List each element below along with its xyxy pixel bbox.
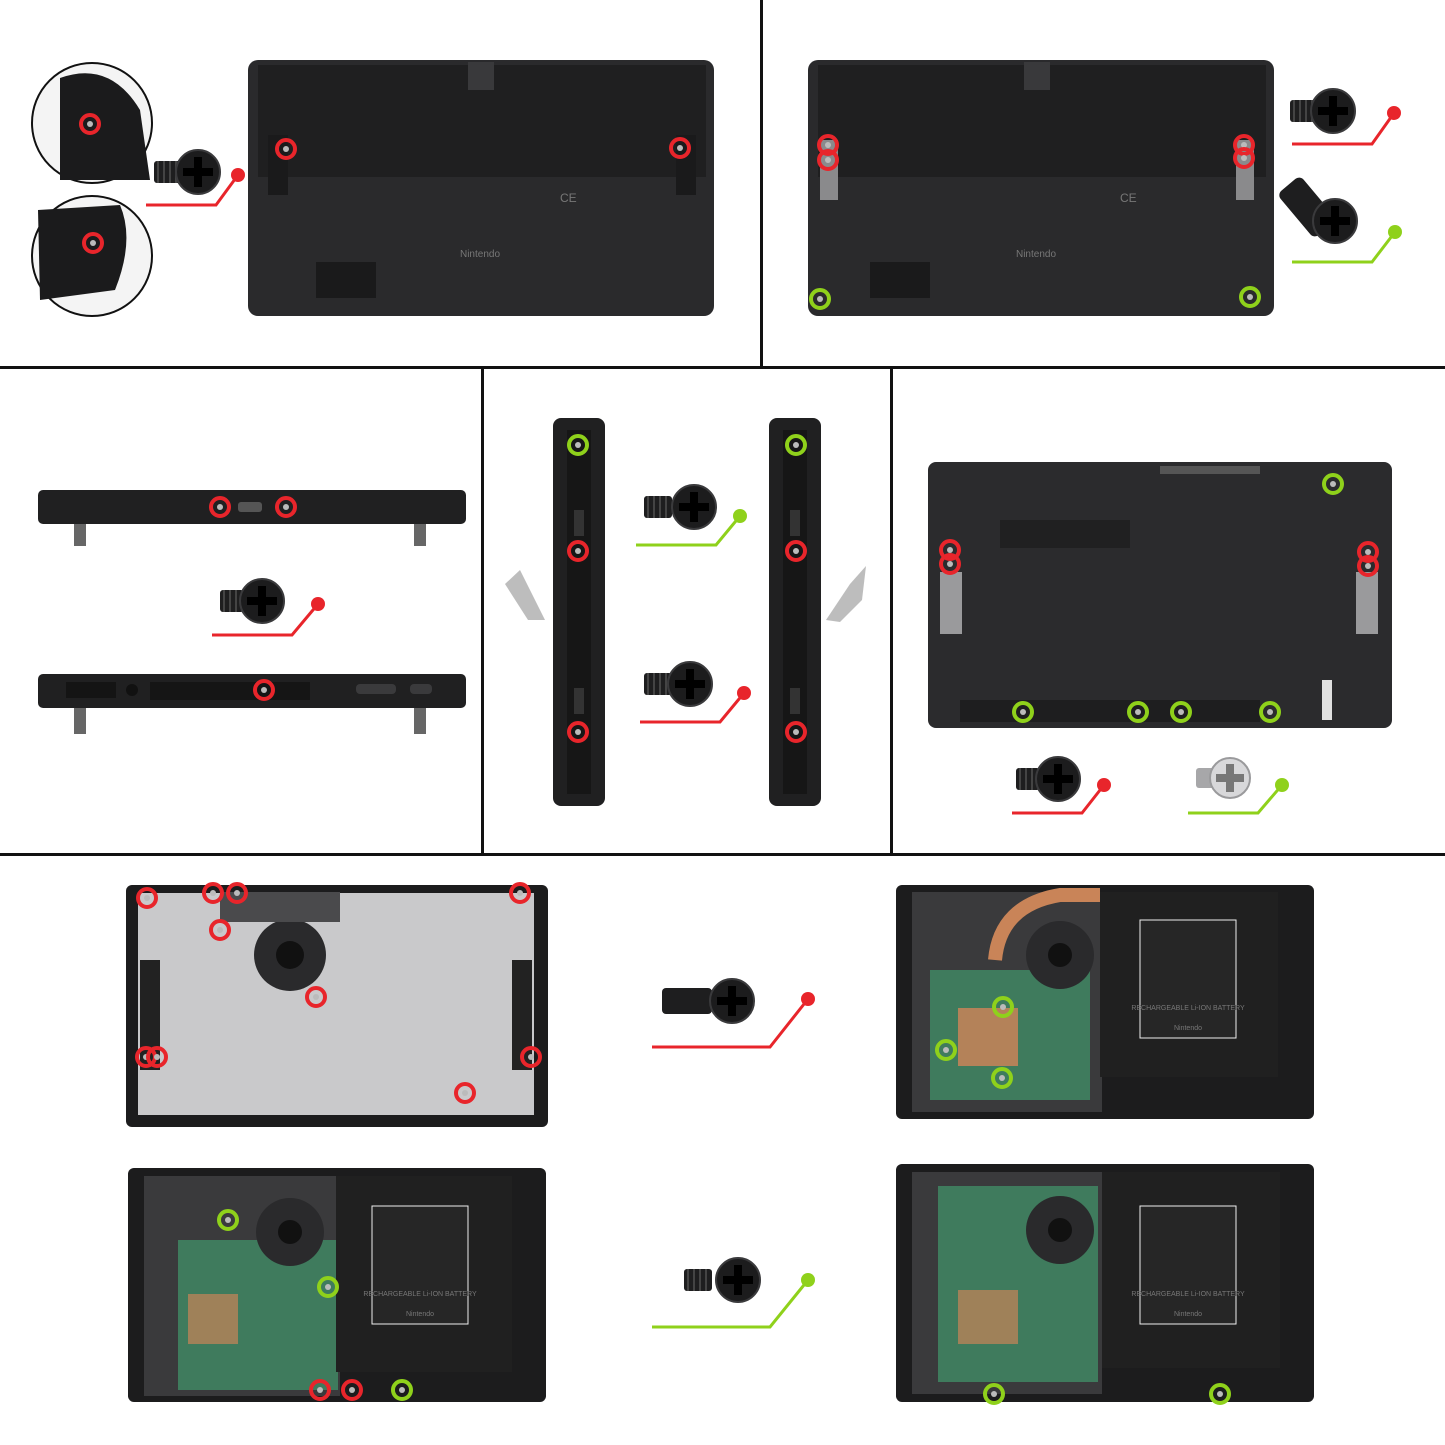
screw-black-icon	[683, 1257, 761, 1303]
screw-black-icon	[643, 484, 717, 530]
right-side-rail	[769, 418, 866, 806]
screw-black-icon	[643, 661, 713, 707]
leader-line-icon	[652, 992, 815, 1049]
leader-line-icon	[1292, 106, 1401, 146]
grid-line-v2	[481, 368, 484, 855]
screw-silver-icon	[1196, 757, 1251, 799]
screw-black-long-icon	[1279, 177, 1358, 244]
left-side-rail	[505, 418, 605, 806]
grid-line-v1	[760, 0, 763, 368]
board-heatpipe-view: RECHARGEABLE Li-ION BATTERY Nintendo	[896, 885, 1314, 1119]
zoom-circle-top	[31, 62, 153, 184]
screw-black-icon	[1015, 756, 1081, 802]
kickstand-brand-2: Nintendo	[1016, 249, 1056, 260]
battery-label-1: Nintendo	[1174, 1025, 1202, 1032]
kickstand-brand: Nintendo	[460, 249, 500, 260]
battery-label-3: Nintendo	[1174, 1311, 1202, 1318]
leader-line-icon	[1292, 225, 1402, 264]
back-shell	[928, 462, 1392, 728]
screw-black-icon	[219, 578, 285, 624]
board-view-2: RECHARGEABLE Li-ION BATTERY Nintendo	[896, 1164, 1314, 1405]
screw-black-icon	[1289, 88, 1356, 134]
panel-kickstand-green: Nintendo CE	[808, 60, 1402, 316]
battery-text-2: RECHARGEABLE Li-ION BATTERY	[363, 1291, 477, 1298]
panel-top-bottom-rails	[38, 490, 466, 734]
panel-kickstand-red: Nintendo CE	[31, 60, 714, 317]
panel-back-shell	[928, 462, 1392, 815]
grid-line-h2	[0, 853, 1445, 856]
leader-line-icon	[652, 1273, 815, 1329]
leader-line-icon	[1012, 778, 1111, 815]
back-cover-2: Nintendo CE	[808, 60, 1274, 316]
leader-line-icon	[1188, 778, 1289, 815]
grid-line-h1	[0, 366, 1445, 369]
svg-text:CE: CE	[560, 191, 577, 205]
zoom-circle-bottom	[31, 195, 153, 317]
battery-text-3: RECHARGEABLE Li-ION BATTERY	[1131, 1291, 1245, 1298]
screw-black-icon	[153, 149, 221, 195]
board-view-1: RECHARGEABLE Li-ION BATTERY Nintendo	[128, 1168, 546, 1402]
panel-side-rails	[505, 418, 866, 806]
leader-line-icon	[146, 168, 245, 207]
svg-text:CE: CE	[1120, 191, 1137, 205]
grid-line-v3	[890, 368, 893, 855]
top-rail	[38, 490, 466, 546]
leader-line-icon	[640, 686, 751, 724]
screw-black-long-icon	[662, 978, 755, 1024]
bottom-rail	[38, 674, 466, 734]
battery-text-1: RECHARGEABLE Li-ION BATTERY	[1131, 1005, 1245, 1012]
shield-plate-view	[126, 882, 548, 1127]
back-cover: Nintendo CE	[248, 60, 714, 316]
leader-line-icon	[212, 597, 325, 637]
leader-line-icon	[636, 509, 747, 547]
battery-label-2: Nintendo	[406, 1311, 434, 1318]
